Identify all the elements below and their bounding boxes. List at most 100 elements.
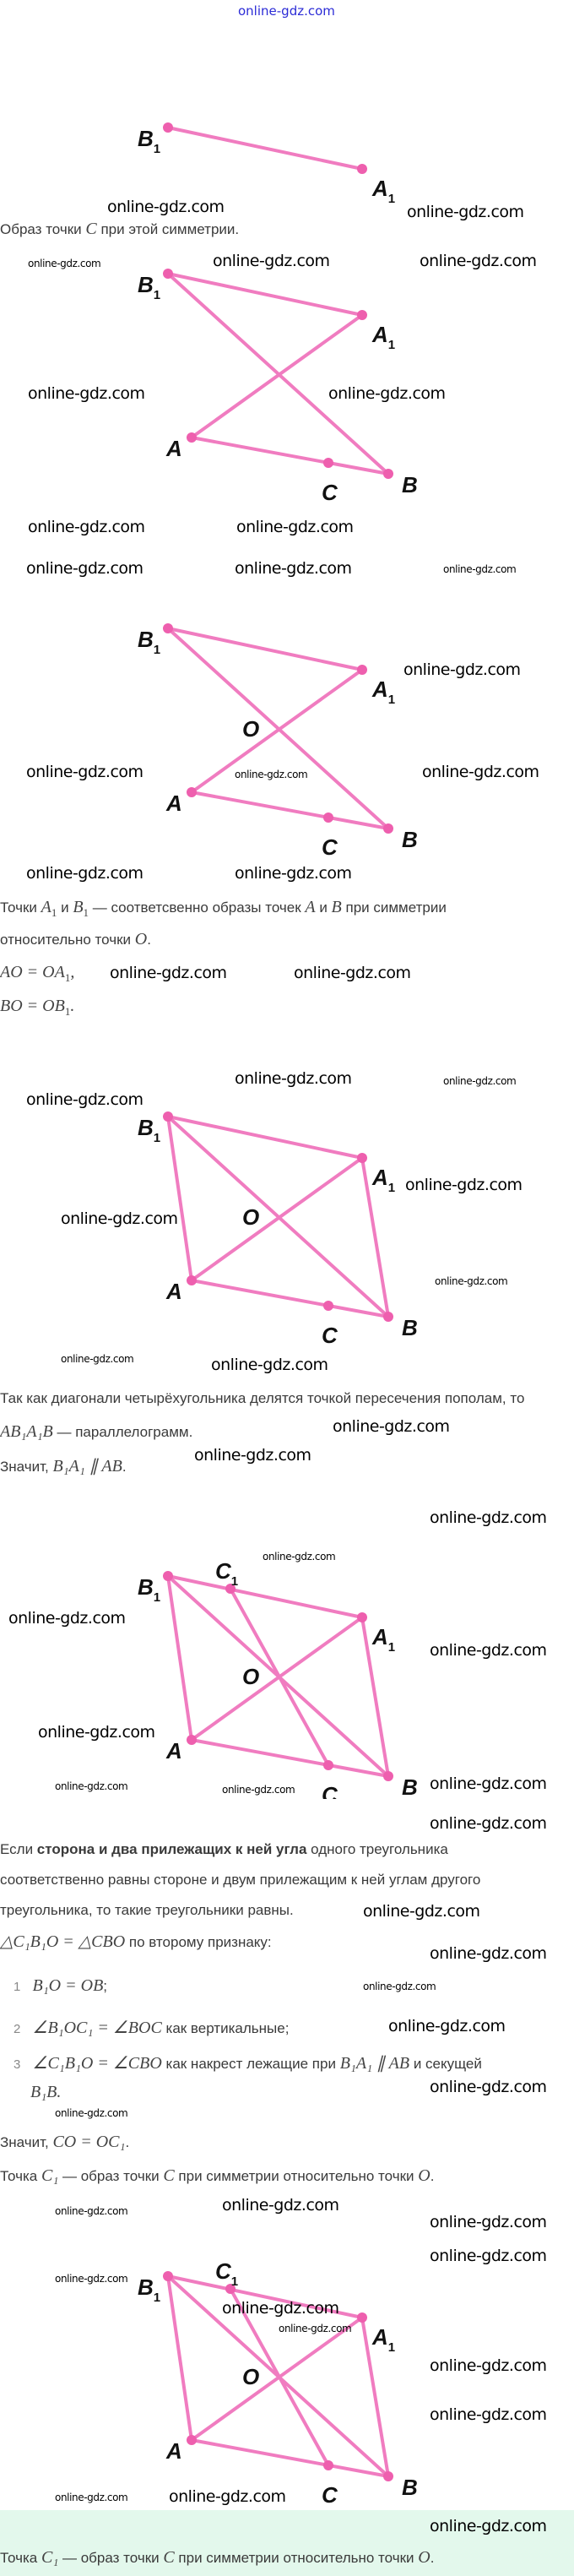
label-B: B (402, 2475, 418, 2500)
point-A (187, 2435, 197, 2445)
segment-B1-A1 (166, 272, 364, 317)
paragraph-parallel: Значит, B₁A₁ ∥ AB. (0, 1457, 127, 1475)
point-B1 (163, 269, 173, 279)
watermark: online-gdz.com (26, 559, 144, 578)
segment-B1-A1 (166, 2274, 364, 2319)
watermark: online-gdz.com (430, 1508, 547, 1527)
label-A1: A1 (371, 1165, 395, 1195)
watermark: online-gdz.com (194, 1446, 311, 1465)
label-A1: A1 (371, 176, 395, 206)
watermark: online-gdz.com (61, 1209, 178, 1228)
watermark: online-gdz.com (55, 2107, 128, 2119)
answer-text: Точка C₁ — образ точки C при симметрии о… (0, 2548, 435, 2567)
watermark: online-gdz.com (430, 1944, 547, 1963)
watermark: online-gdz.com (430, 1641, 547, 1660)
label-C: C (322, 1323, 338, 1348)
label-B1: B1 (138, 1115, 160, 1145)
point-B1 (163, 623, 173, 633)
watermark: online-gdz.com (222, 1784, 295, 1796)
theorem-line-3: треугольника, то такие треугольники равн… (0, 1902, 294, 1918)
watermark: online-gdz.com (430, 1774, 547, 1793)
segment-B1-A1 (166, 1574, 364, 1619)
label-A1: A1 (371, 1624, 395, 1655)
point-B1 (163, 122, 173, 133)
segment-A-A1 (190, 1616, 364, 1742)
conclusion-co: Значит, CO = OC₁. (0, 2133, 130, 2151)
segment-A-A1 (190, 2316, 364, 2442)
label-A: A (165, 791, 182, 816)
paragraph-diagonals: Так как диагонали четырёхугольника делят… (0, 1390, 525, 1406)
label-C: C (322, 2482, 338, 2506)
watermark: online-gdz.com (422, 763, 539, 781)
watermark: online-gdz.com (435, 1275, 508, 1287)
point-C (323, 458, 333, 468)
label-C: C (322, 480, 338, 505)
equation-ao: AO = OA1, (0, 963, 75, 984)
point-B1 (163, 1571, 173, 1581)
label-B: B (402, 472, 418, 497)
segment-B-A (190, 2438, 390, 2478)
segment-A-B1 (166, 2274, 193, 2442)
list-item-3: 3 ∠C₁B₁O = ∠CBO как накрест лежащие при … (14, 2054, 482, 2073)
watermark: online-gdz.com (328, 384, 446, 403)
label-B1: B1 (138, 627, 160, 657)
watermark: online-gdz.com (26, 1090, 144, 1109)
point-B (383, 823, 393, 834)
segment-B1-A1 (166, 627, 364, 671)
watermark: online-gdz.com (443, 563, 517, 575)
watermark: online-gdz.com (222, 2299, 339, 2318)
label-C: C (322, 1782, 338, 1799)
label-B: B (402, 827, 418, 852)
watermark: online-gdz.com (407, 203, 524, 221)
watermark: online-gdz.com (235, 769, 308, 780)
segment-B-A (190, 1738, 390, 1778)
watermark: online-gdz.com (443, 1075, 517, 1087)
label-A: A (165, 1738, 182, 1764)
congruence-statement: △C₁B₁O = △CBO по второму признаку: (0, 1932, 272, 1951)
watermark: online-gdz.com (294, 964, 411, 982)
watermark: online-gdz.com (110, 964, 227, 982)
watermark: online-gdz.com (26, 864, 144, 883)
label-A1: A1 (371, 677, 395, 707)
point-A (187, 1275, 197, 1285)
label-A1: A1 (371, 322, 395, 352)
point-A (187, 787, 197, 797)
watermark: online-gdz.com (213, 252, 330, 270)
point-A1 (357, 2312, 367, 2323)
watermark: online-gdz.com (211, 1356, 328, 1374)
label-B1: B1 (138, 1574, 160, 1605)
watermark: online-gdz.com (38, 1723, 155, 1742)
label-B: B (402, 1774, 418, 1799)
watermark: online-gdz.com (420, 252, 537, 270)
segment-A1-A (190, 313, 364, 439)
point-A1 (357, 1153, 367, 1163)
segment-A1-B (360, 2316, 390, 2478)
label-A1: A1 (371, 2324, 395, 2355)
watermark: online-gdz.com (430, 2356, 547, 2375)
watermark: online-gdz.com (28, 384, 145, 403)
segment-A-B1 (166, 1115, 193, 1282)
label-B: B (402, 1315, 418, 1340)
point-A (187, 432, 197, 443)
site-logo[interactable]: online-gdz.com (238, 3, 335, 19)
watermark: online-gdz.com (28, 518, 145, 536)
watermark: online-gdz.com (26, 763, 144, 781)
watermark: online-gdz.com (236, 518, 354, 536)
segment-A-B (190, 436, 390, 476)
point-A1 (357, 1612, 367, 1622)
label-B1: B1 (138, 126, 160, 156)
watermark: online-gdz.com (235, 864, 352, 883)
label-C: C (322, 834, 338, 860)
label-O: O (242, 716, 259, 742)
list-item-3-cont: B₁B. (30, 2083, 62, 2101)
point-B (383, 1312, 393, 1322)
watermark: online-gdz.com (430, 2405, 547, 2424)
watermark: online-gdz.com (235, 559, 352, 578)
segment-B1-A1 (166, 126, 364, 171)
point-C (323, 2460, 333, 2470)
watermark: online-gdz.com (403, 660, 521, 679)
watermark: online-gdz.com (279, 2323, 352, 2334)
point-A1 (357, 665, 367, 675)
watermark: online-gdz.com (8, 1609, 126, 1628)
